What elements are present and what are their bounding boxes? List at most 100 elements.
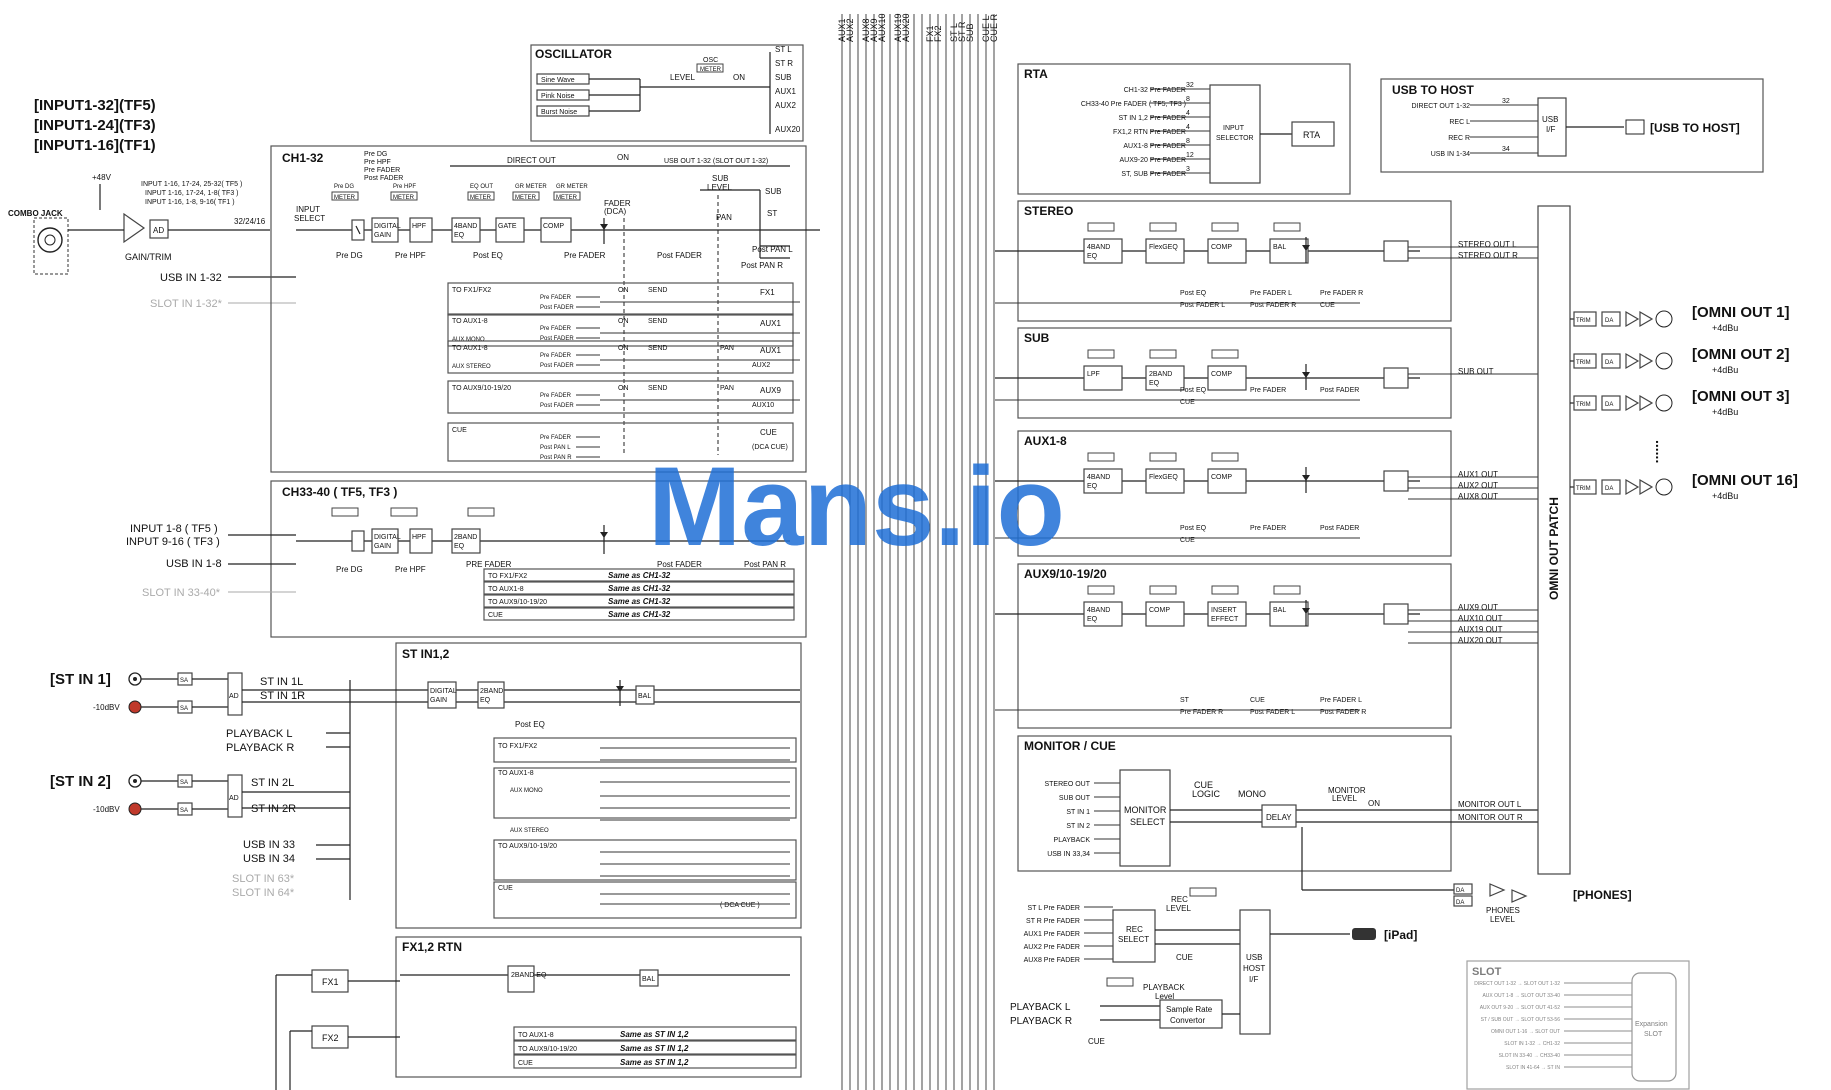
rec-level-1: REC — [1171, 895, 1188, 904]
xlr-out-icon — [1655, 352, 1673, 370]
usb-row: REC L — [1449, 119, 1470, 126]
ch1-32-section: CH1-32 Pre DG Pre HPF Pre FADER Post FAD… — [270, 145, 820, 473]
gain-trim-label: GAIN/TRIM — [125, 252, 172, 262]
watermark: Mans.io — [648, 444, 1065, 569]
playback-out-l: PLAYBACK L — [1010, 1002, 1071, 1013]
usb-if-2: I/F — [1546, 125, 1555, 134]
preamp-icon — [123, 212, 146, 244]
stin-dca-cue: ( DCA CUE ) — [720, 902, 760, 909]
st-sa: SA — [180, 808, 188, 814]
usb-row-count: 34 — [1502, 146, 1510, 153]
out-block: LPF — [1087, 371, 1100, 378]
usb-row: USB IN 1-34 — [1431, 151, 1470, 158]
meter-word: METER — [334, 195, 356, 201]
rta-source: AUX1-8 Pre FADER — [1123, 143, 1186, 150]
omni-out-label: [OMNI OUT 3] — [1692, 388, 1790, 405]
out-sub-label: Post EQ — [1180, 387, 1207, 394]
rta-selector-2: SELECTOR — [1216, 135, 1254, 142]
out-block: FlexGEQ — [1149, 244, 1178, 251]
send-on: ON — [618, 345, 629, 352]
ch33-block: DIGITAL — [374, 534, 401, 541]
rta-count: 8 — [1186, 138, 1190, 145]
ch-block-1: HPF — [412, 223, 426, 230]
stereo-section-title: STEREO — [1024, 204, 1073, 218]
ch33-block: EQ — [454, 543, 465, 550]
meter-word: METER — [515, 195, 537, 201]
bus-label: AUX9 — [869, 18, 879, 42]
same-to: TO FX1/FX2 — [488, 573, 527, 580]
osc-out-aux2: AUX2 — [775, 101, 796, 110]
omni-level: +4dBu — [1712, 491, 1738, 501]
send-pan: PAN — [720, 345, 734, 352]
omni-trim: TRIM — [1576, 360, 1591, 366]
mono-label: MONO — [1238, 789, 1266, 799]
send-pan: PAN — [720, 385, 734, 392]
slot-row: AUX OUT 9-20 → SLOT OUT 41-52 — [1480, 1005, 1561, 1011]
usb-if-1: USB — [1542, 115, 1558, 124]
out-label: AUX10 OUT — [1458, 614, 1503, 623]
combo-jack: COMBO JACK +48V AD GAIN/TRIM INPUT 1-16,… — [8, 173, 296, 310]
ch-st-out: ST — [767, 209, 777, 218]
stin-send-title: CUE — [498, 885, 513, 892]
ch33-slot-in: SLOT IN 33-40* — [142, 587, 221, 599]
out-block: BAL — [1273, 607, 1286, 614]
omni-trim: TRIM — [1576, 486, 1591, 492]
sub-level-1: SUB — [712, 174, 728, 183]
rec-source: AUX1 Pre FADER — [1024, 931, 1080, 938]
st-in-post-eq: Post EQ — [515, 720, 545, 729]
out-label: AUX8 OUT — [1458, 492, 1498, 501]
ch33-40-section: CH33-40 ( TF5, TF3 ) INPUT 1-8 ( TF5 ) I… — [126, 480, 807, 638]
st-sa: SA — [180, 780, 188, 786]
out-block: EQ — [1087, 616, 1098, 623]
out-sub-label: CUE — [1180, 399, 1195, 406]
osc-src-sine: Sine Wave — [541, 77, 575, 84]
rec-select-1: REC — [1126, 925, 1143, 934]
monitor-source: STEREO OUT — [1044, 781, 1090, 788]
ch33-40-title: CH33-40 ( TF5, TF3 ) — [282, 485, 397, 499]
rec-source: ST R Pre FADER — [1026, 918, 1080, 925]
delay-box: DELAY — [1266, 813, 1292, 822]
send-on: ON — [618, 385, 629, 392]
send-level: SEND — [648, 385, 667, 392]
omni-out-label: [OMNI OUT 1] — [1692, 304, 1790, 321]
send-out2: AUX2 — [752, 362, 770, 369]
out-sub-label: Pre FADER — [1250, 387, 1286, 394]
out-sub-label: Post EQ — [1180, 525, 1207, 532]
send-level: SEND — [648, 318, 667, 325]
send-tap: Post FADER — [540, 363, 574, 369]
playback-out-r: PLAYBACK R — [1010, 1016, 1072, 1027]
omni-out-label: [OMNI OUT 16] — [1692, 472, 1798, 489]
tap-pre-hpf: Pre HPF — [364, 159, 391, 166]
out-sub-label: ST — [1180, 697, 1190, 704]
playback-cue: CUE — [1088, 1037, 1105, 1046]
xlr-out-icon — [1655, 478, 1673, 496]
rta-count: 4 — [1186, 124, 1190, 131]
same-text: Same as CH1-32 — [608, 584, 671, 593]
out-sub-label: CUE — [1180, 537, 1195, 544]
usb-host-if-3: I/F — [1249, 975, 1258, 984]
meter-label: Pre DG — [334, 184, 354, 190]
ch33-label-post-pan-r: Post PAN R — [744, 560, 786, 569]
rta-count: 3 — [1186, 166, 1190, 173]
send-out: AUX9 — [760, 386, 781, 395]
out-block: 4BAND — [1087, 244, 1110, 251]
send-tap: Post PAN L — [540, 445, 571, 451]
stin-send-title: TO FX1/FX2 — [498, 743, 537, 750]
ch-block-0: GAIN — [374, 232, 391, 239]
playback-level-1: PLAYBACK — [1143, 983, 1185, 992]
fx2-box: FX2 — [322, 1033, 339, 1043]
send-level: SEND — [648, 345, 667, 352]
out-block: EQ — [1087, 483, 1098, 490]
ch33-label-post-fader: Post FADER — [657, 560, 702, 569]
same-to: CUE — [488, 612, 503, 619]
osc-out-aux1: AUX1 — [775, 87, 796, 96]
cue-logic-1: CUE — [1194, 780, 1213, 790]
phones-label: [PHONES] — [1573, 888, 1632, 902]
